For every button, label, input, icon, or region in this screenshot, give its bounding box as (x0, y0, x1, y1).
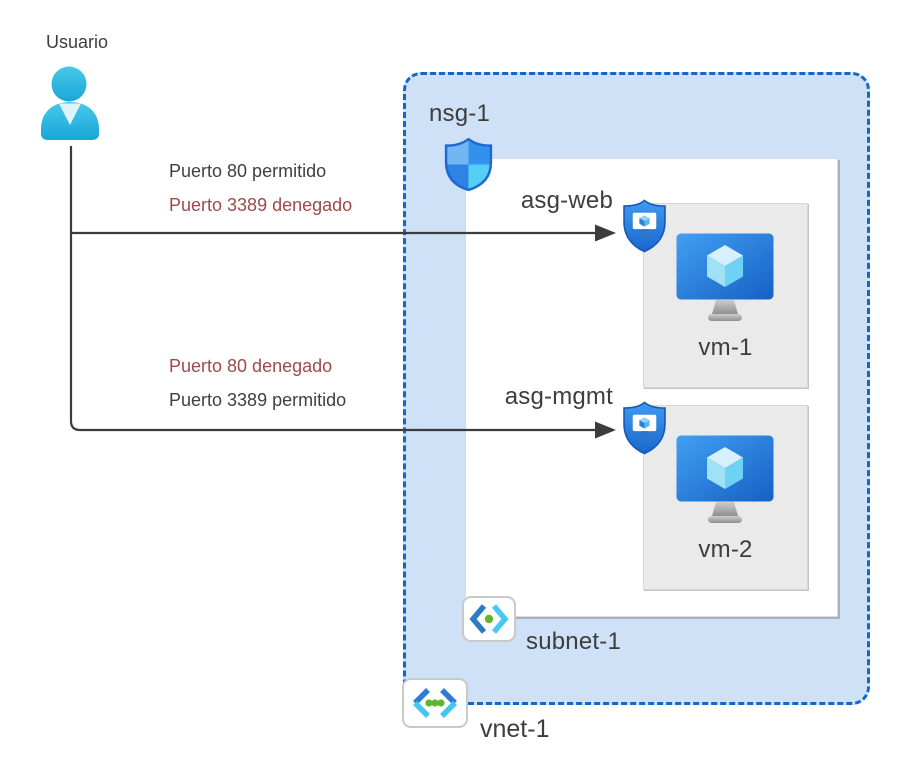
vnet-label: vnet-1 (480, 715, 550, 743)
user-icon (41, 66, 99, 140)
nsg-label: nsg-1 (429, 100, 491, 127)
rule-port80-denied: Puerto 80 denegado (169, 356, 333, 376)
subnet-icon (462, 596, 516, 642)
subnet-label: subnet-1 (526, 628, 621, 655)
vm2-label: vm-2 (698, 536, 753, 563)
virtual-network-icon (402, 678, 468, 728)
rule-port3389-denied: Puerto 3389 denegado (169, 195, 353, 215)
virtual-machine-icon-2 (676, 435, 774, 523)
asg-shield-icon-web (623, 199, 666, 253)
nsg-shield-icon (444, 138, 493, 191)
virtual-machine-icon-1 (676, 233, 774, 321)
asg-mgmt-label: asg-mgmt (504, 383, 613, 410)
asg-web-label: asg-web (520, 187, 613, 214)
vm1-label: vm-1 (698, 334, 753, 361)
asg-shield-icon-mgmt (623, 401, 666, 455)
user-label: Usuario (46, 32, 109, 52)
rule-port3389-allowed: Puerto 3389 permitido (169, 390, 347, 410)
rule-port80-allowed: Puerto 80 permitido (169, 161, 327, 181)
